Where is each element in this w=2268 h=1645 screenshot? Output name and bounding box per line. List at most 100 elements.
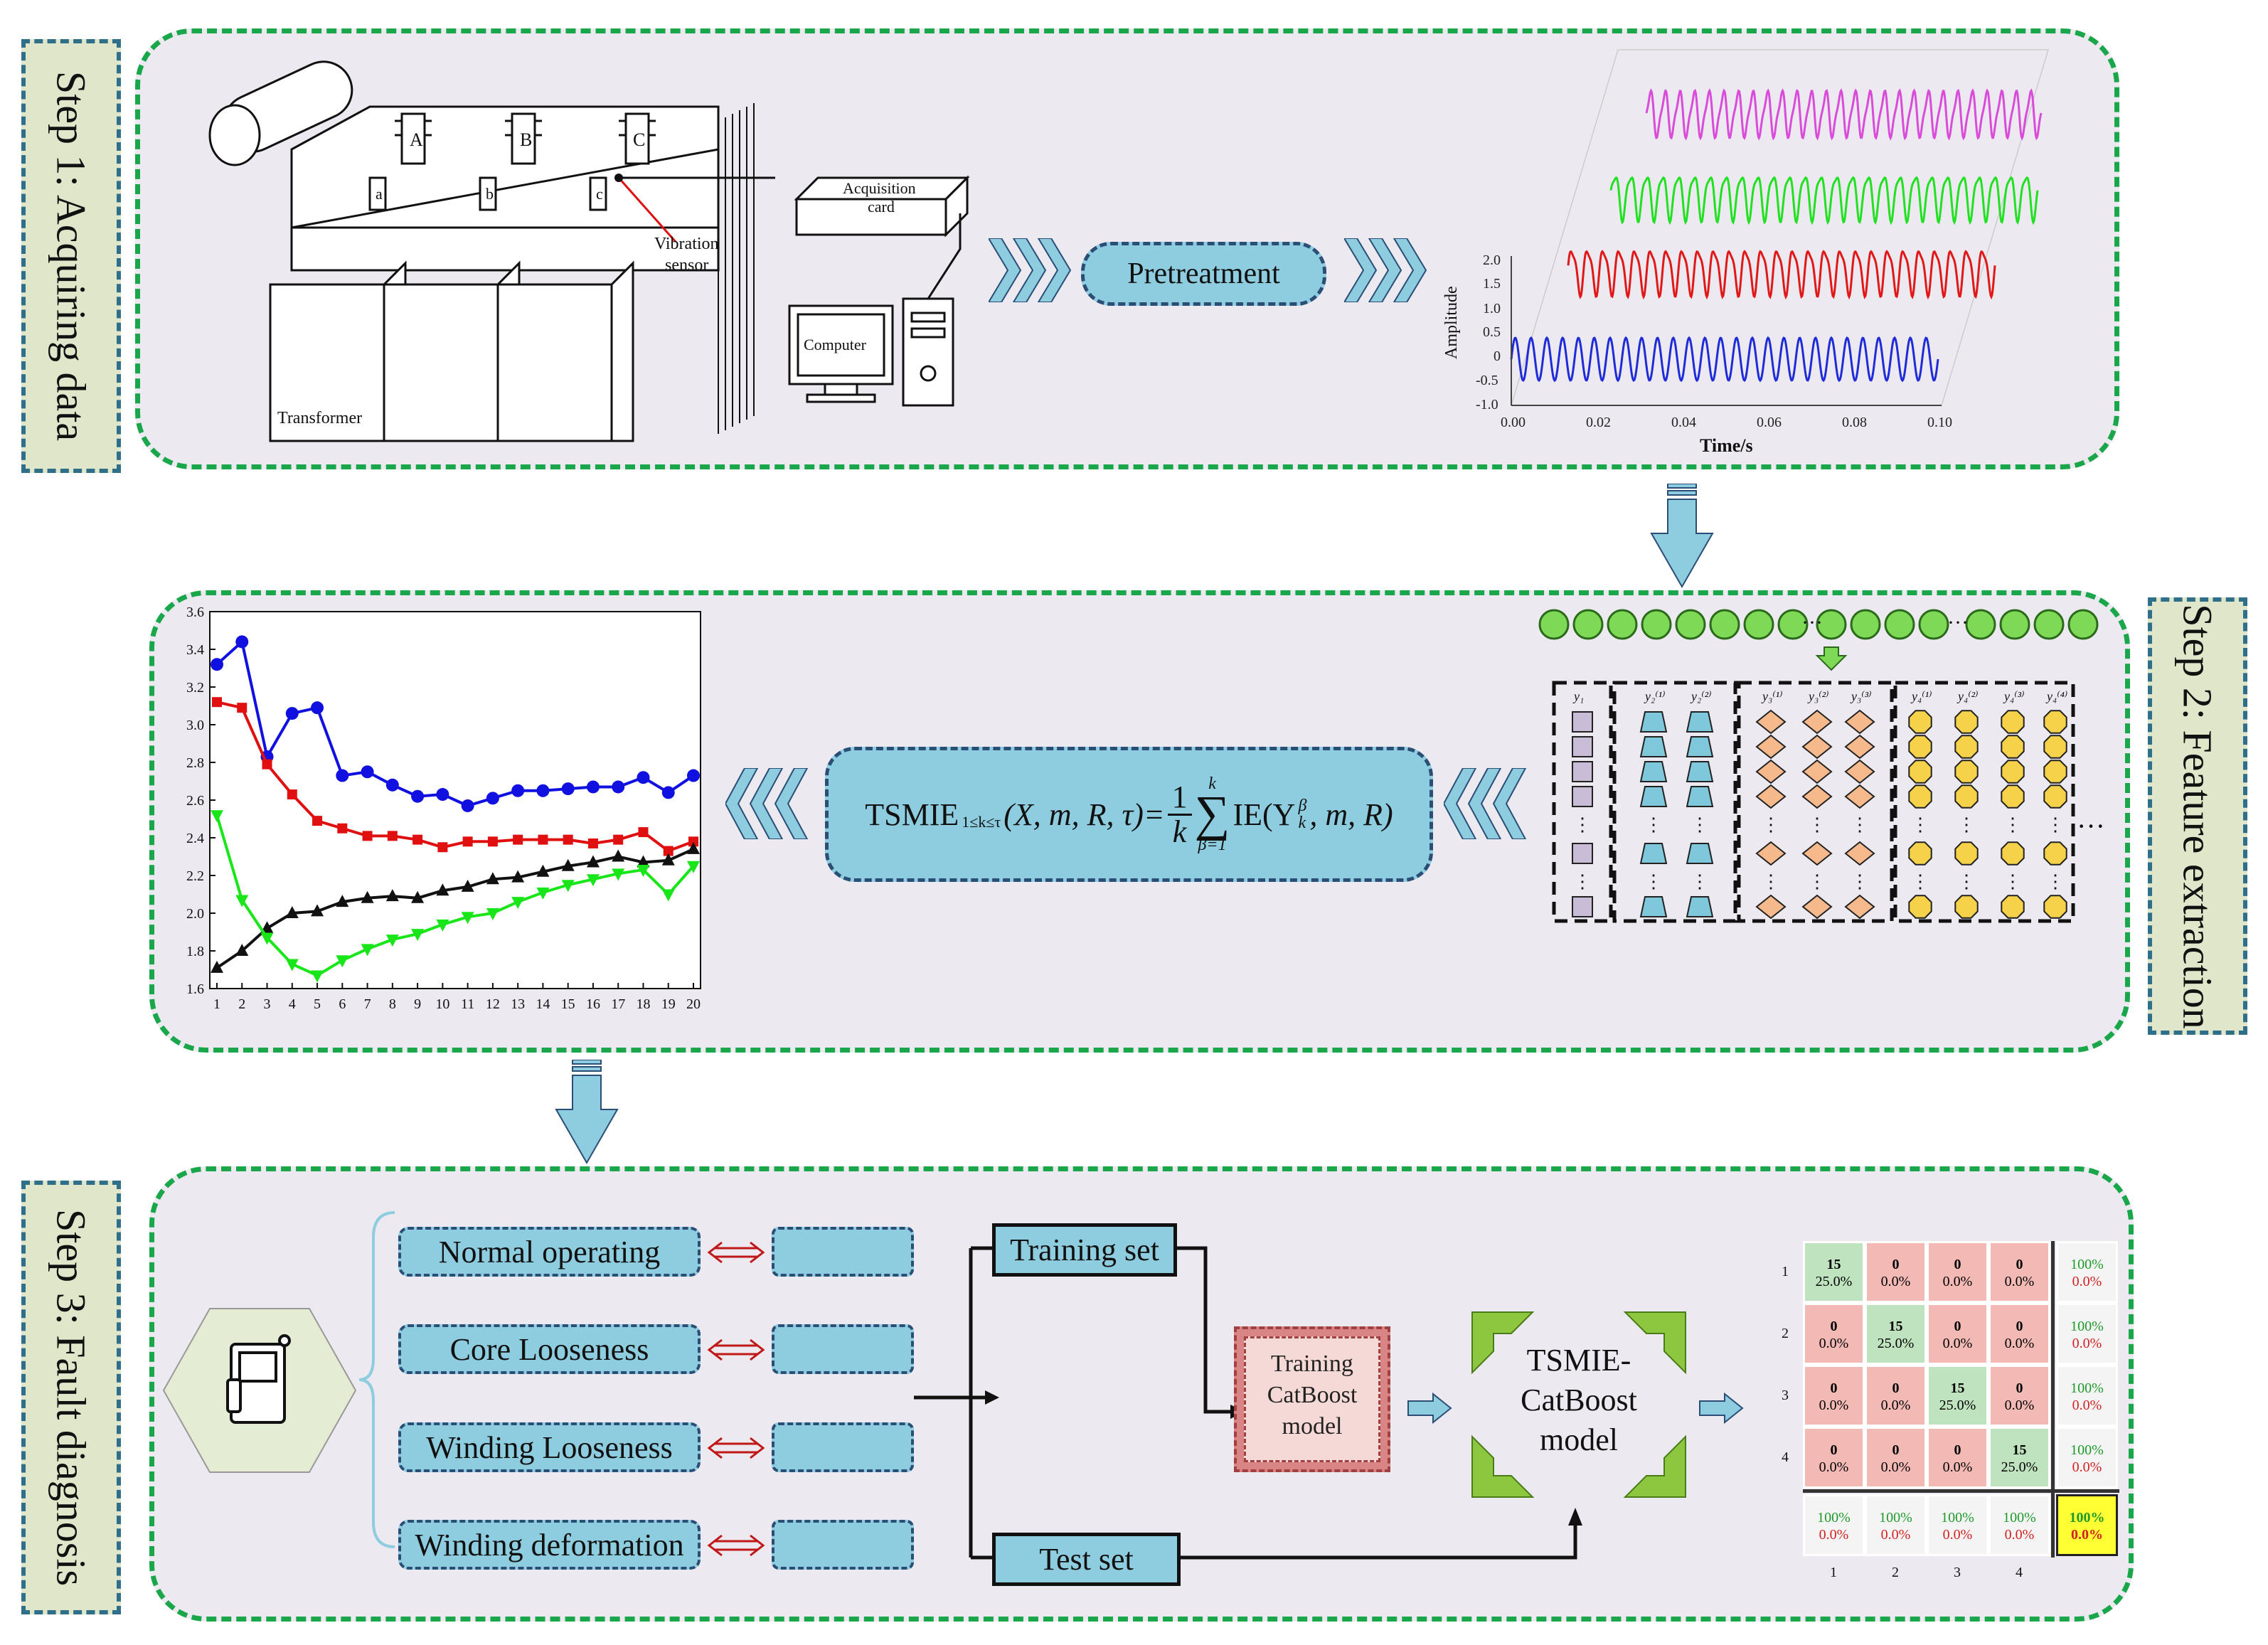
coarse-point	[1954, 710, 1979, 734]
x-tick-label: 10	[435, 996, 449, 1012]
coarse-point	[1755, 894, 1787, 920]
class-core-label: Core Looseness	[449, 1331, 649, 1367]
data-point	[211, 960, 223, 973]
step3-text: Step 3: Fault diagnosis	[48, 1208, 95, 1587]
formula-sum-top: k	[1208, 774, 1216, 793]
data-point	[211, 658, 223, 671]
chevron-arrows-4	[1444, 768, 1527, 839]
sig-xtick-4: 0.08	[1842, 415, 1867, 430]
formula-args: (X, m, R, τ)=	[1003, 797, 1165, 832]
sequence-point	[1709, 609, 1740, 640]
sequence-point	[1607, 609, 1638, 640]
data-point	[511, 784, 525, 797]
subseries-label: y₄⁽⁴⁾	[2045, 689, 2067, 703]
y-tick-label: 3.2	[186, 680, 204, 696]
step1-text: Step 1: Acquiring data	[48, 70, 95, 442]
down-arrow-2	[555, 1060, 619, 1165]
cm-row-label: 3	[1782, 1388, 1789, 1403]
data-point	[411, 890, 425, 903]
coarse-point	[1801, 734, 1833, 760]
cm-row-summary: 100%0.0%	[2056, 1365, 2118, 1427]
subseries-ellipsis: ⋮	[1762, 871, 1780, 892]
x-tick-label: 7	[364, 996, 371, 1012]
cm-cell-value: 0	[1954, 1319, 1961, 1334]
cm-cell-value: 0	[1892, 1257, 1900, 1272]
x-tick-label: 9	[414, 996, 421, 1012]
cm-col-summary-percent: 0.0%	[1942, 1527, 1973, 1543]
coarse-point	[1908, 735, 1932, 759]
cm-row-summary: 100%0.0%	[2056, 1241, 2118, 1303]
formula-frac-num: 1	[1167, 780, 1192, 816]
computer-label: Computer	[804, 336, 867, 353]
data-point	[661, 786, 675, 799]
class-normal-label: Normal operating	[438, 1234, 661, 1269]
class-core: Core Looseness	[398, 1324, 701, 1374]
sig-ytick-0: 2.0	[1483, 252, 1501, 268]
signal-wave-1	[1510, 336, 1939, 383]
data-point	[337, 823, 348, 834]
x-tick-label: 13	[511, 996, 525, 1012]
coarse-point	[1844, 734, 1875, 760]
data-point	[637, 865, 650, 878]
data-point	[336, 769, 349, 782]
coarse-point	[1844, 709, 1875, 735]
coarse-point	[1908, 760, 1932, 784]
data-point	[486, 792, 499, 805]
subseries-ellipsis: ⋮	[2046, 814, 2065, 835]
sig-xtick-2: 0.04	[1671, 415, 1696, 430]
formula-rhs: IE(Y	[1233, 797, 1296, 832]
x-tick-label: 16	[586, 996, 600, 1012]
x-tick-label: 11	[461, 996, 474, 1012]
coarse-point	[1954, 760, 1979, 784]
y-tick-label: 3.4	[186, 642, 204, 658]
subseries-ellipsis: ⋮	[1957, 814, 1976, 835]
subseries-ellipsis: ⋮	[1911, 871, 1929, 892]
sensor-label-2: sensor	[665, 256, 708, 275]
data-point	[312, 816, 323, 826]
cm-cell-percent: 0.0%	[1880, 1459, 1911, 1475]
y-tick-label: 1.8	[186, 944, 204, 959]
coarse-point	[1954, 841, 1979, 866]
formula-lhs-sub: 1≤k≤τ	[962, 813, 1001, 831]
cm-total-value: 100%	[2069, 1510, 2105, 1526]
coarse-point	[1908, 841, 1932, 866]
coarse-point	[1686, 896, 1714, 917]
sig-xtick-1: 0.02	[1586, 415, 1611, 430]
cm-row-summary-value: 100%	[2070, 1442, 2104, 1458]
subseries-label: y₄⁽³⁾	[2003, 689, 2025, 703]
pretreatment-box: Pretreatment	[1081, 242, 1326, 306]
y-tick-label: 2.0	[186, 906, 204, 922]
coarse-point	[1639, 761, 1668, 782]
coarse-point	[1572, 896, 1593, 917]
cm-row-summary-percent: 0.0%	[2072, 1336, 2102, 1351]
cm-cell-percent: 0.0%	[1819, 1336, 1849, 1351]
data-point	[687, 769, 700, 782]
coarse-point	[2001, 841, 2025, 866]
cm-cell-percent: 25.0%	[1877, 1336, 1915, 1351]
formula-rhs-sup: β	[1298, 797, 1307, 815]
subseries-ellipsis: ⋮	[2003, 871, 2022, 892]
data-point	[311, 970, 324, 983]
cm-cell-percent: 0.0%	[1942, 1274, 1973, 1289]
cm-col-summary: 100%0.0%	[1989, 1494, 2050, 1556]
y-tick-label: 2.2	[186, 868, 204, 884]
cm-col-summary-percent: 0.0%	[1880, 1527, 1911, 1543]
x-tick-label: 8	[389, 996, 396, 1012]
data-point	[437, 842, 448, 853]
coarse-point	[1801, 709, 1833, 735]
coarse-point	[2043, 760, 2067, 784]
sequence-point	[1675, 609, 1706, 640]
data-point	[436, 883, 449, 896]
subseries-ellipsis: ⋮	[2046, 871, 2065, 892]
transformer-label: Transformer	[277, 409, 362, 427]
subseries-label: y₄⁽²⁾	[1956, 689, 1979, 703]
cm-row-summary-value: 100%	[2070, 1257, 2104, 1272]
coarse-point	[1954, 735, 1979, 759]
cg-trailing-dots: ···	[2077, 810, 2105, 842]
cm-col-summary: 100%0.0%	[1803, 1494, 1865, 1556]
x-tick-label: 19	[661, 996, 676, 1012]
phase-a: A	[410, 129, 423, 150]
subseries-ellipsis: ⋮	[1808, 814, 1826, 835]
